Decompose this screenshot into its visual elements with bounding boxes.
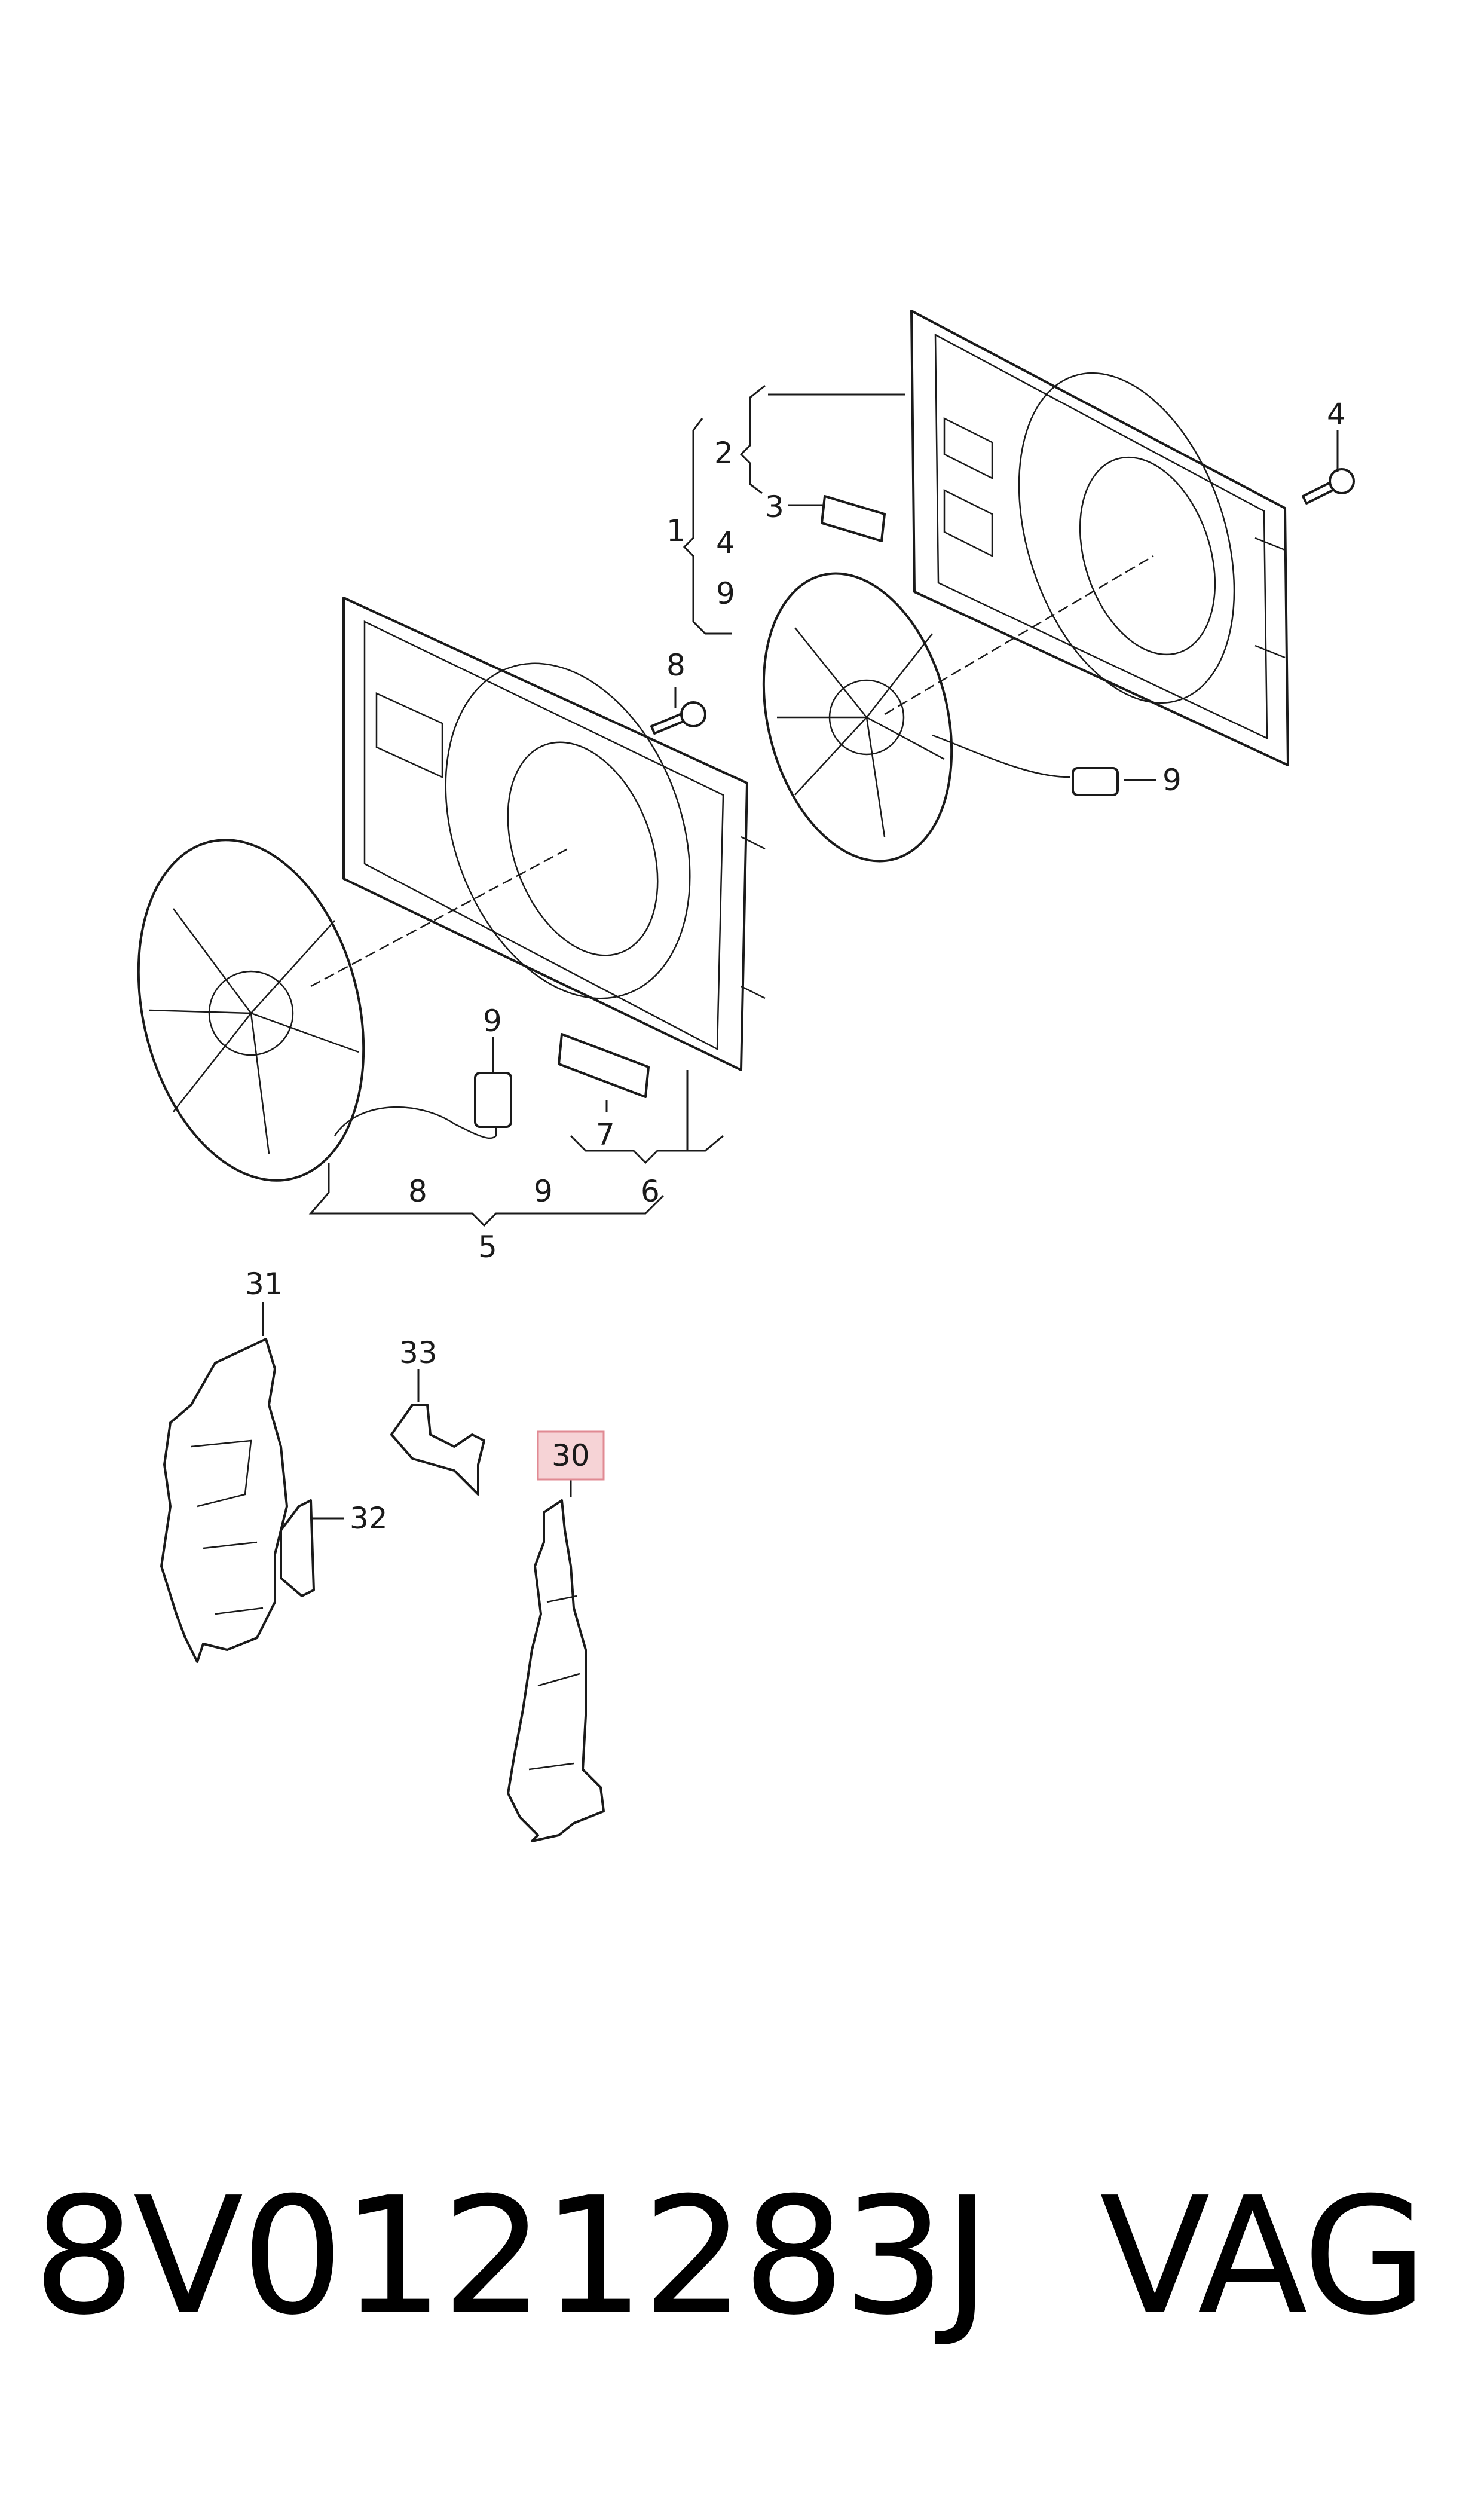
upper-fan-resistor [821,495,886,542]
leader-lines [262,384,1339,1520]
lower-bolt [650,701,706,735]
callout-1: 1 [666,513,686,548]
callout-9-bracket: 9 [716,576,735,611]
callout-4-bracket: 4 [716,525,735,560]
lower-fan-connector [474,1072,512,1128]
upper-fan-shroud [910,310,1289,766]
callout-labels: 1 2 3 4 9 4 9 8 9 7 6 8 9 5 31 32 33 30 [245,397,1346,1536]
callout-7: 7 [596,1117,615,1152]
callout-8-bottom: 8 [408,1174,427,1209]
upper-bolt [1302,468,1355,505]
air-duct-33 [390,1404,485,1496]
callout-6: 6 [641,1174,660,1209]
lower-fan-impeller [137,839,497,1182]
lower-fan-resistor [558,1033,650,1098]
callout-32: 32 [350,1501,388,1536]
upper-fan-connector [1072,767,1119,796]
callout-30: 30 [552,1438,590,1473]
callout-8-bolt: 8 [666,648,686,683]
callout-5: 5 [478,1230,497,1264]
callout-9-right: 9 [1162,763,1182,797]
callout-9-bottom: 9 [534,1174,553,1209]
part-number-label: 8V0121283J [33,2162,991,2350]
lower-fan-shroud [342,597,766,1071]
air-duct-32 [280,1499,315,1597]
brand-label: VAG [1100,2162,1428,2350]
air-duct-31 [160,1338,288,1663]
callout-4-bolt: 4 [1327,397,1346,432]
callout-9-left: 9 [483,1004,502,1038]
upper-fan-impeller [762,572,1070,863]
callout-30-highlight [537,1430,605,1481]
callout-33: 33 [399,1335,437,1370]
callout-3: 3 [765,490,784,524]
callout-2: 2 [714,436,733,470]
air-duct-30 [507,1499,605,1842]
callout-31: 31 [245,1267,283,1301]
